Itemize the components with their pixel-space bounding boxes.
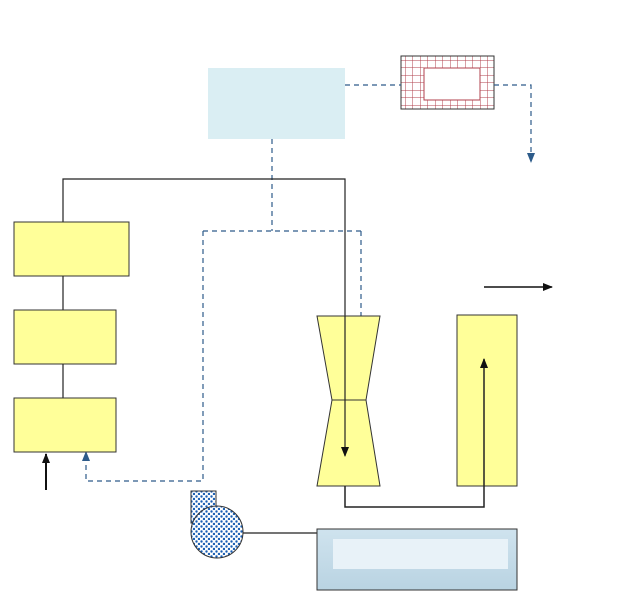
solid-venturi-to-column <box>344 358 488 508</box>
stack-box-bottom <box>13 397 117 453</box>
filter-grid <box>400 55 495 110</box>
dashed-outlet-arrow <box>494 84 535 163</box>
column-vessel <box>456 314 518 487</box>
stack-box-top <box>13 221 130 277</box>
tank <box>316 528 518 591</box>
venturi-nozzle <box>316 315 381 487</box>
control-unit <box>208 68 345 139</box>
stack-box-middle <box>13 309 117 365</box>
pump <box>190 490 244 559</box>
dashed-branch-to-stack <box>82 231 204 482</box>
